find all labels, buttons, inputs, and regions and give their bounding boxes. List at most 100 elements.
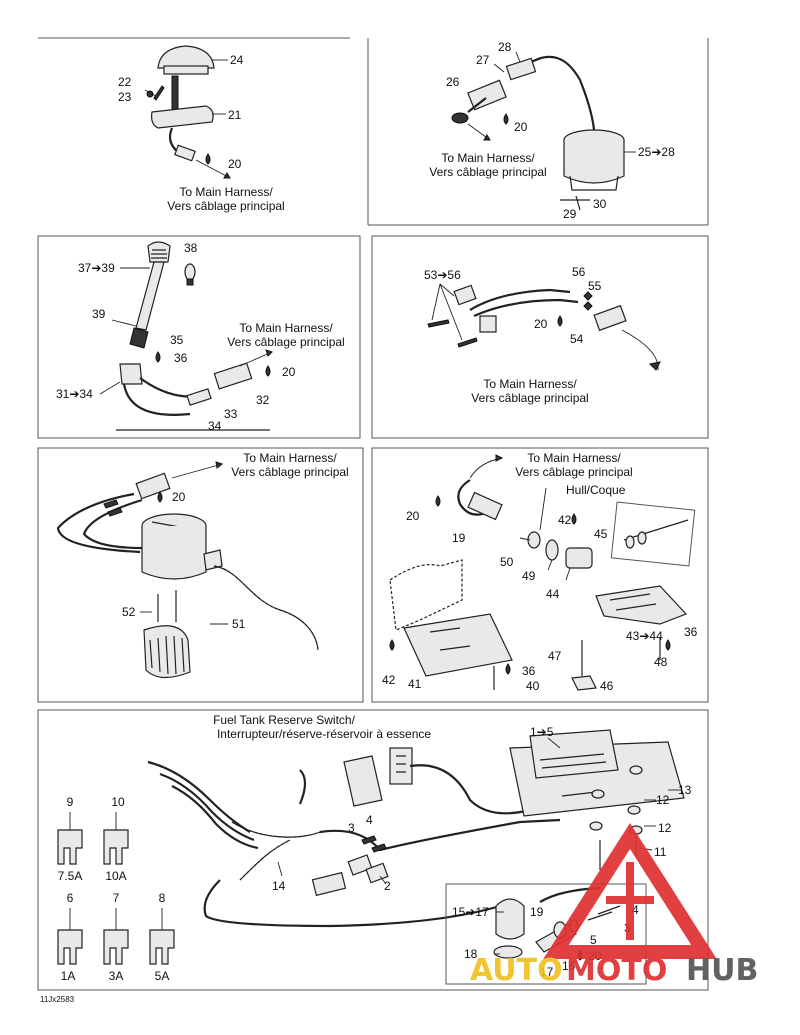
screw-icon	[457, 337, 478, 348]
part-label: 26	[446, 75, 460, 89]
grease-drop-icon	[155, 351, 161, 363]
wire	[527, 55, 596, 131]
caption-line-2: Vers câblage principal	[429, 165, 546, 179]
connector	[467, 491, 503, 521]
arrow-line	[171, 463, 223, 479]
part-label: 25➔28	[638, 145, 675, 159]
wire	[82, 498, 143, 550]
reserve-switch-body	[343, 755, 383, 807]
part-label: 31➔34	[56, 387, 93, 401]
harness-wire	[171, 785, 259, 850]
part-label: 50	[500, 555, 514, 569]
part-label: 19	[530, 905, 544, 919]
mount-bracket	[151, 105, 214, 129]
part-label: 38	[184, 241, 198, 255]
grease-drop-icon	[571, 513, 577, 525]
part-label: 48	[654, 655, 668, 669]
arrow-line	[469, 457, 503, 479]
harness-branch-sleeve	[239, 839, 291, 881]
leader-line	[379, 875, 387, 885]
hull-outline	[389, 559, 463, 631]
part-label: 54	[570, 332, 584, 346]
wire	[122, 383, 191, 416]
part-label: 56	[572, 265, 586, 279]
leader-line	[515, 51, 521, 63]
part-label: 32	[256, 393, 270, 407]
clip	[571, 675, 597, 691]
pump-body	[141, 526, 207, 580]
part-label: 20	[228, 157, 242, 171]
harness-wire	[298, 769, 307, 805]
wire	[467, 97, 487, 113]
seal-ring	[451, 112, 469, 124]
panel-5-frame	[37, 447, 364, 703]
fuse-number: 9	[67, 795, 74, 809]
panel-6-frame	[371, 447, 709, 703]
part-label: 20	[172, 490, 186, 504]
leader-line	[99, 381, 121, 395]
part-label: 19	[452, 531, 466, 545]
arrow-line	[195, 159, 231, 179]
harness-connector	[311, 871, 347, 897]
grease-drop-icon	[505, 663, 511, 675]
watermark-cross	[606, 862, 654, 940]
harness-wire	[159, 772, 255, 842]
caption-line-2: Vers câblage principal	[167, 199, 284, 213]
switch-body	[595, 585, 688, 625]
grease-drop-icon	[665, 639, 671, 651]
wire	[469, 288, 571, 311]
fuse-number: 7	[113, 891, 120, 905]
caption-line-1: To Main Harness/	[527, 451, 621, 465]
part-label: 43➔44	[626, 629, 663, 643]
leader-line	[277, 861, 283, 877]
terminal-icon	[103, 499, 119, 509]
part-label: 53➔56	[424, 268, 461, 282]
grease-drop-icon	[435, 495, 441, 507]
bilge-hose-ribs	[213, 565, 319, 651]
beacon-post	[171, 75, 179, 111]
connector	[213, 362, 253, 390]
fuse-icon	[103, 829, 129, 865]
detail-box	[610, 501, 696, 567]
part-label: 39	[92, 307, 106, 321]
part-label: 29	[563, 207, 577, 221]
connector	[365, 862, 389, 884]
grease-drop-icon	[557, 315, 563, 327]
leader-line	[519, 537, 531, 541]
screw-icon	[560, 195, 590, 211]
watermark-logo: AUTO MOTO HUB	[470, 822, 758, 988]
grease-drop-icon	[265, 365, 271, 377]
part-label: 12	[658, 821, 672, 835]
part-label: 20	[282, 365, 296, 379]
watermark-triangle	[543, 822, 717, 959]
part-label: 45	[594, 527, 608, 541]
panel-7-frame	[37, 709, 709, 991]
breaker-screw	[587, 911, 613, 921]
part-label: 20	[534, 317, 548, 331]
light-mount	[479, 315, 497, 333]
reserve-switch-connector	[389, 747, 413, 785]
screw-icon	[427, 319, 450, 328]
part-label: 24	[230, 53, 244, 67]
part-label: 49	[522, 569, 536, 583]
mount-plate-slots	[429, 627, 471, 651]
gauge-clamp	[569, 175, 619, 191]
arrow-head-icon	[265, 349, 273, 357]
wire	[56, 492, 141, 554]
part-label: 23	[118, 90, 132, 104]
grease-drop-icon	[389, 639, 395, 651]
part-label: 41	[408, 677, 422, 691]
part-label: 37➔39	[78, 261, 115, 275]
panel-7: Fuel Tank Reserve Switch/ Interrupteur/r…	[57, 713, 692, 985]
fuse-number: 6	[67, 891, 74, 905]
switch-caption-line-1: Fuel Tank Reserve Switch/	[213, 713, 356, 727]
connector	[467, 79, 507, 111]
fuse-rating: 1A	[61, 969, 76, 983]
part-label: 46	[600, 679, 614, 693]
part-label: 44	[546, 587, 560, 601]
part-label: 36	[684, 625, 698, 639]
part-label: 27	[476, 53, 490, 67]
part-label: 2	[384, 879, 391, 893]
light-head	[147, 241, 171, 263]
bulb-base	[186, 278, 194, 286]
